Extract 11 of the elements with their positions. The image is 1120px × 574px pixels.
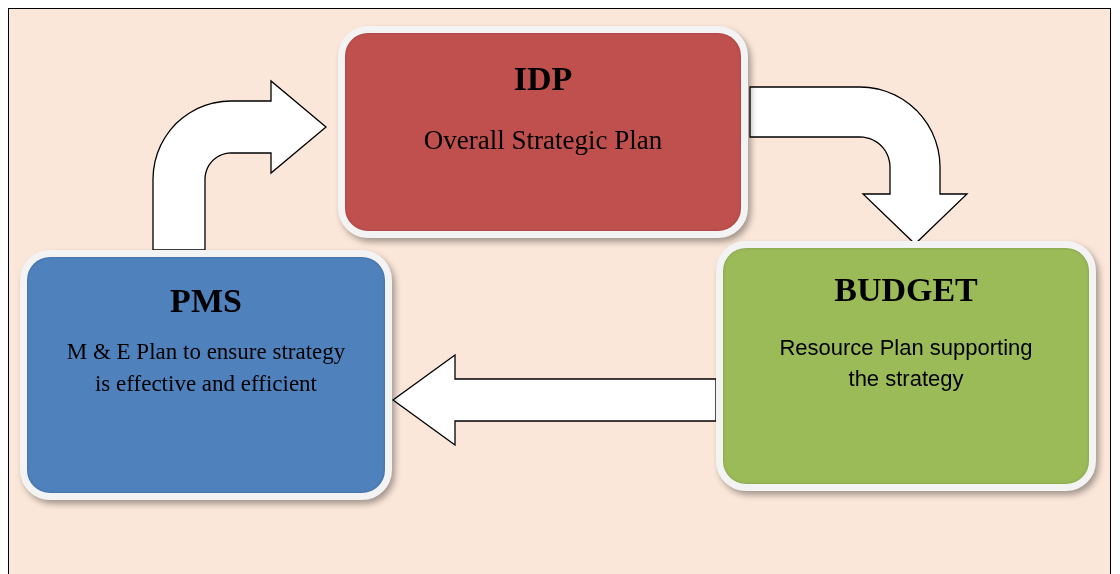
box-title: BUDGET — [834, 270, 978, 310]
rounded-box — [716, 241, 1096, 491]
block-arrow — [391, 353, 717, 447]
box-title: PMS — [170, 281, 242, 321]
box-title: IDP — [513, 59, 573, 99]
rounded-box — [20, 250, 392, 500]
box-description: M & E Plan to ensure strategy is effective and efficient — [65, 337, 347, 398]
block-arrow — [152, 79, 327, 251]
box-description: Resource Plan supporting the strategy — [778, 333, 1034, 393]
rounded-box — [338, 26, 748, 238]
box-description: Overall Strategic Plan — [423, 123, 663, 157]
